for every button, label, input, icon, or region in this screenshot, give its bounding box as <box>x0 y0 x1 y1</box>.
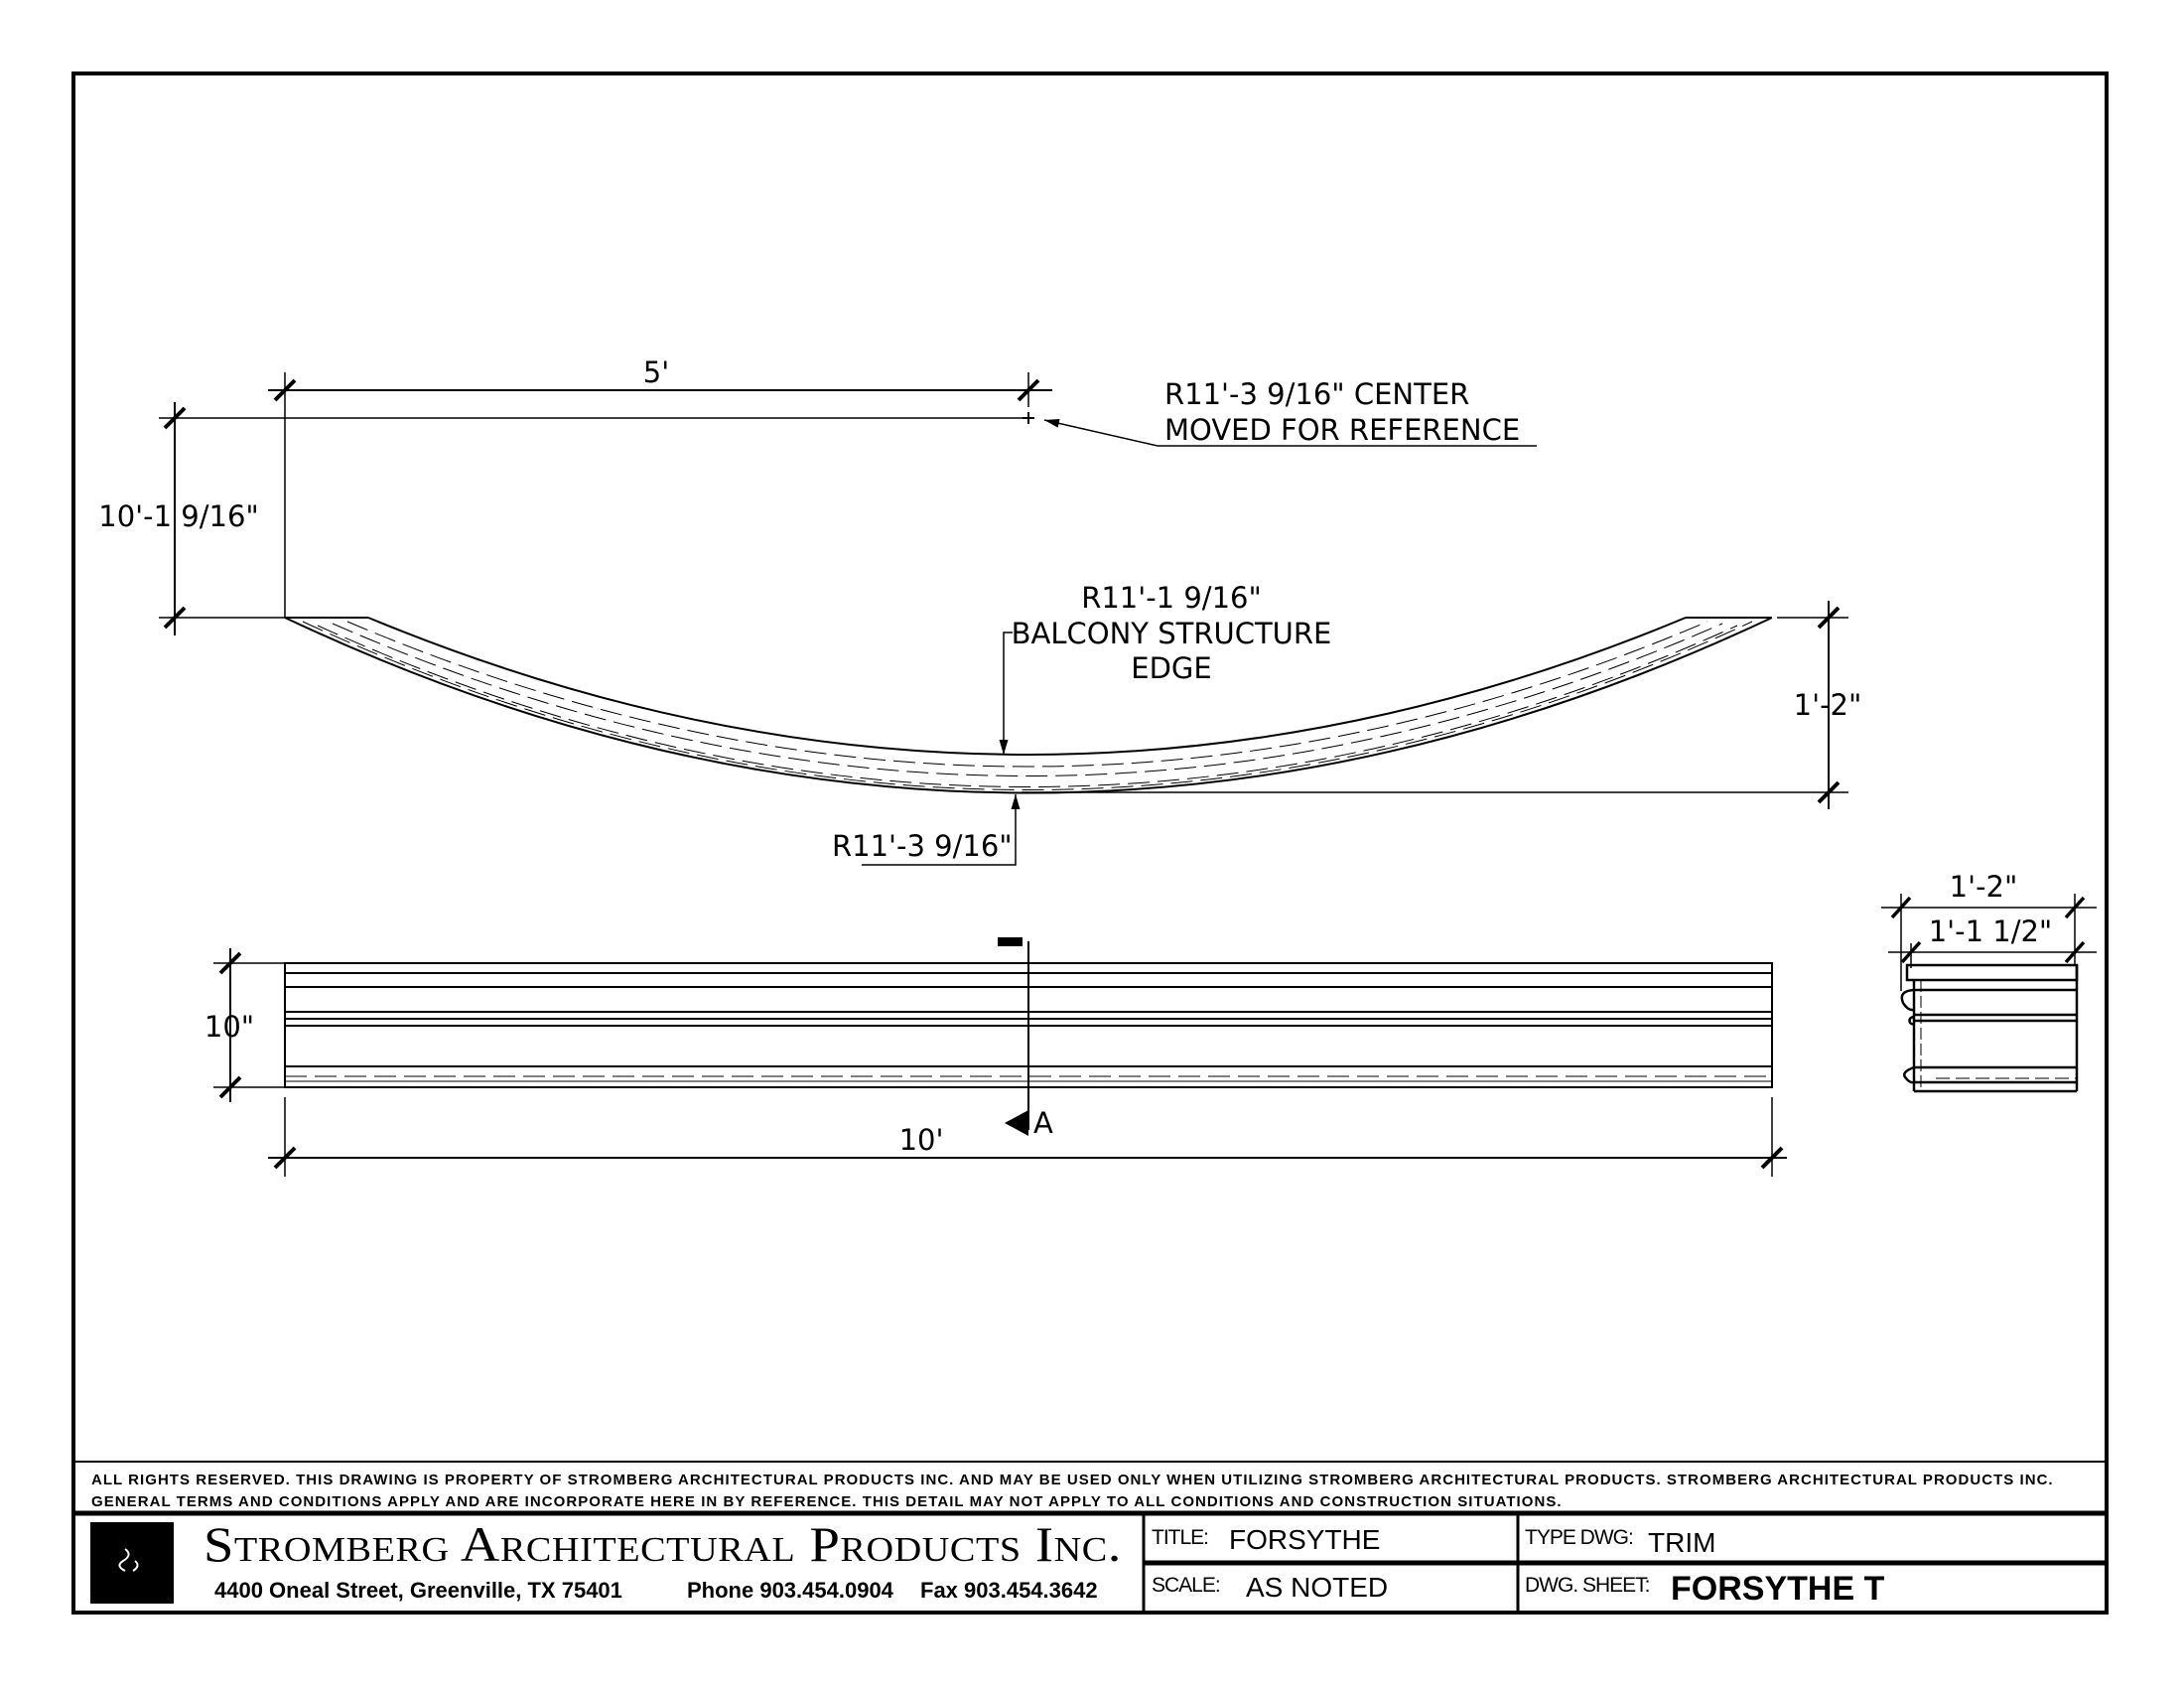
title-label: TITLE: <box>1152 1526 1208 1549</box>
section-mark-label: A <box>1033 1106 1053 1140</box>
dim-length: 10' <box>899 1123 944 1157</box>
scale-value: AS NOTED <box>1246 1572 1388 1603</box>
center-note-line-1: R11'-3 9/16" CENTER <box>1164 377 1469 411</box>
arc-hatch <box>302 621 1753 790</box>
company-address: 4400 Oneal Street, Greenville, TX 75401 <box>214 1578 622 1603</box>
section-view <box>1881 894 2097 1093</box>
plan-view <box>159 372 1848 866</box>
dwg-sheet-label: DWG. SHEET: <box>1525 1574 1650 1597</box>
dim-half-length: 5' <box>643 355 669 389</box>
sheet-border <box>71 71 2109 1615</box>
arc-inner-edge <box>367 617 1687 756</box>
type-dwg-label: TYPE DWG: <box>1525 1526 1633 1549</box>
outer-radius-note: R11'-3 9/16" <box>832 829 1013 863</box>
title-value: FORSYTHE <box>1229 1524 1380 1555</box>
plan-dimension-labels: 5' 10'-1 9/16" R11'-3 9/16" CENTER MOVED… <box>98 355 1861 863</box>
inner-radius-line-1: R11'-1 9/16" <box>1081 581 1262 615</box>
elevation-view <box>213 948 1787 1177</box>
type-dwg-value: TRIM <box>1648 1527 1715 1558</box>
section-dim-overall: 1'-2" <box>1950 870 2018 904</box>
dim-center-offset: 10'-1 9/16" <box>98 499 258 533</box>
company-name: Stromberg Architectural Products Inc. <box>204 1516 1122 1572</box>
dim-height: 10" <box>205 1010 254 1044</box>
company-logo <box>90 1522 174 1604</box>
disclaimer-line-1: ALL RIGHTS RESERVED. THIS DRAWING IS PRO… <box>91 1472 2052 1488</box>
dim-depth: 1'-2" <box>1794 688 1862 722</box>
center-note-line-2: MOVED FOR REFERENCE <box>1164 413 1520 447</box>
dwg-sheet-value: FORSYTHE T <box>1671 1570 1885 1608</box>
section-dim-inner: 1'-1 1/2" <box>1929 914 2053 948</box>
inner-radius-line-2: BALCONY STRUCTURE <box>1012 617 1332 650</box>
scale-label: SCALE: <box>1152 1574 1220 1597</box>
disclaimer-line-2: GENERAL TERMS AND CONDITIONS APPLY AND A… <box>91 1493 1561 1510</box>
inner-radius-line-3: EDGE <box>1131 651 1211 685</box>
section-cut-marker: A <box>998 937 1053 1140</box>
company-phone: Phone 903.454.0904 <box>687 1578 894 1603</box>
company-fax: Fax 903.454.3642 <box>920 1578 1098 1603</box>
